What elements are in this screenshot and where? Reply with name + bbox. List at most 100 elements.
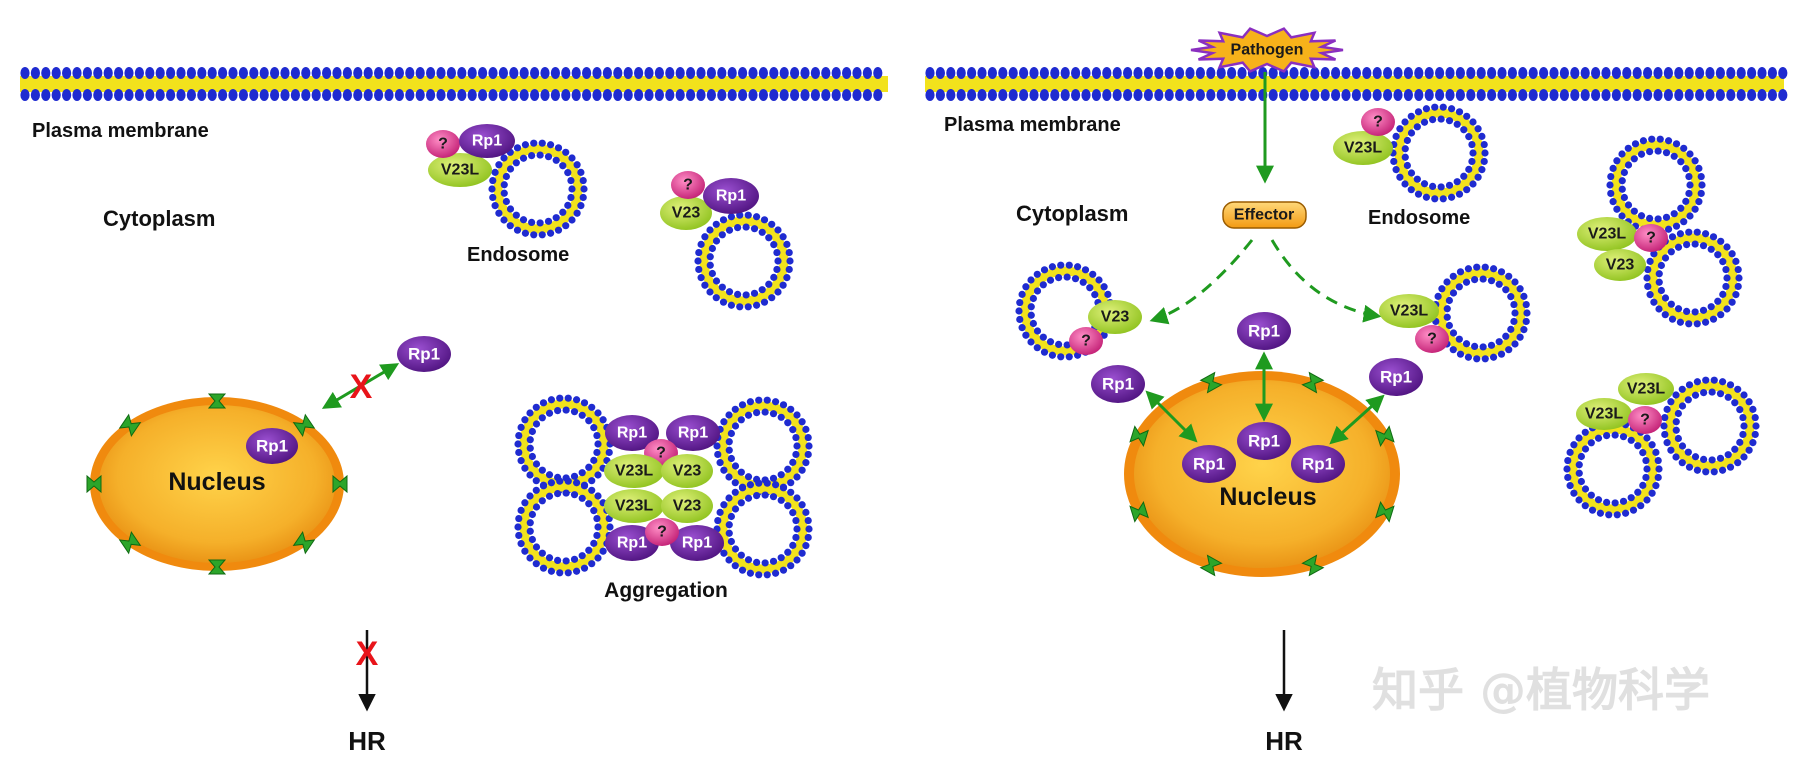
lipid-head xyxy=(554,556,562,564)
v23l-label: V23L xyxy=(1585,406,1623,423)
lipid-head xyxy=(1660,422,1668,430)
v23l-protein xyxy=(1379,294,1439,328)
lipid-head xyxy=(1607,189,1615,198)
lipid-head xyxy=(155,89,165,101)
rp1-label: Rp1 xyxy=(256,437,288,456)
lipid-head xyxy=(1734,385,1742,393)
lipid-head xyxy=(712,277,721,285)
lipid-head xyxy=(706,67,717,79)
lipid-head xyxy=(588,560,596,568)
lipid-head xyxy=(727,89,737,101)
lipid-head xyxy=(774,226,782,234)
lipid-head xyxy=(1468,140,1476,149)
lipid-head xyxy=(1522,317,1530,326)
lipid-head xyxy=(956,89,966,101)
vesicle-core xyxy=(1665,381,1755,471)
unknown-protein xyxy=(1415,325,1449,353)
membrane-core xyxy=(20,76,888,92)
lipid-head xyxy=(831,89,841,101)
lipid-head xyxy=(1055,340,1063,348)
plasma-membrane-label-left: Plasma membrane xyxy=(32,120,209,142)
lipid-head xyxy=(573,209,581,217)
lipid-head xyxy=(1104,290,1112,298)
lipid-head xyxy=(725,411,733,419)
rp1-label: Rp1 xyxy=(1102,375,1134,394)
lipid-head xyxy=(1643,496,1651,504)
lipid-head xyxy=(1476,89,1486,101)
lipid-head xyxy=(599,416,607,424)
lipid-head xyxy=(1684,396,1692,404)
lipid-head xyxy=(384,89,394,101)
lipid-head xyxy=(831,67,841,79)
lipid-head xyxy=(478,89,488,101)
lipid-head xyxy=(1654,473,1662,482)
lipid-head xyxy=(1279,89,1289,101)
lipid-head xyxy=(1473,355,1481,363)
lipid-head xyxy=(62,67,72,79)
lipid-head xyxy=(1057,261,1065,269)
lipid-head xyxy=(1073,263,1082,271)
lipid-head xyxy=(1341,89,1351,101)
lipid-head xyxy=(1609,198,1617,206)
lipid-head xyxy=(1632,89,1642,101)
lipid-head xyxy=(1449,272,1457,280)
lipid-head xyxy=(561,67,571,79)
lipid-head xyxy=(1478,132,1486,140)
lipid-head xyxy=(1581,445,1590,453)
lipid-head xyxy=(594,471,602,479)
rp1-protein xyxy=(1291,445,1345,483)
lipid-head xyxy=(572,567,581,575)
lipid-head xyxy=(1566,482,1574,490)
lipid-head xyxy=(1464,353,1473,361)
lipid-head xyxy=(1299,89,1309,101)
lipid-head xyxy=(1648,441,1656,449)
lipid-head xyxy=(935,67,946,79)
lipid-head xyxy=(769,474,778,482)
lipid-head xyxy=(1310,67,1320,79)
lipid-head xyxy=(1591,67,1601,79)
lipid-head xyxy=(717,67,727,79)
lipid-head xyxy=(538,139,546,147)
lipid-head xyxy=(1639,481,1647,489)
lipid-head xyxy=(1413,175,1421,183)
lipid-head xyxy=(1736,67,1746,79)
lipid-head xyxy=(1662,213,1671,221)
lipid-head xyxy=(1639,137,1648,145)
lipid-head xyxy=(1123,67,1133,79)
lipid-head xyxy=(1393,89,1403,101)
lipid-head xyxy=(1465,133,1473,141)
unknown-label: ? xyxy=(657,524,667,541)
lipid-head xyxy=(842,89,852,101)
lipid-head xyxy=(798,466,806,474)
lipid-head xyxy=(544,217,553,225)
lipid-head xyxy=(572,479,581,487)
lipid-head xyxy=(675,89,685,101)
lipid-head xyxy=(1631,140,1640,148)
lipid-head xyxy=(1637,150,1646,158)
unknown-label: ? xyxy=(656,445,666,462)
lipid-head xyxy=(521,229,530,237)
nuclear-pore-shape xyxy=(1129,500,1149,523)
lipid-head xyxy=(1447,105,1456,113)
lipid-head xyxy=(1559,89,1569,101)
lipid-head xyxy=(1455,108,1464,116)
lipid-head xyxy=(1445,89,1455,101)
lipid-head xyxy=(1695,164,1703,172)
lipid-head xyxy=(1700,455,1708,463)
lipid-head xyxy=(1206,89,1216,101)
lipid-head xyxy=(1718,466,1727,474)
lipid-head xyxy=(495,161,503,169)
lipid-head xyxy=(1100,283,1108,291)
lipid-head xyxy=(793,494,801,502)
lipid-head xyxy=(1019,89,1029,101)
lipid-head xyxy=(1709,233,1718,241)
lipid-head xyxy=(1674,67,1684,79)
rp1-protein xyxy=(397,336,451,372)
lipid-head xyxy=(1736,438,1744,446)
lipid-head xyxy=(725,494,733,502)
lipid-head xyxy=(1740,422,1748,430)
lipid-head xyxy=(538,231,546,239)
lipid-head xyxy=(701,281,709,289)
lipid-head xyxy=(570,491,579,499)
lipid-head xyxy=(552,214,560,222)
